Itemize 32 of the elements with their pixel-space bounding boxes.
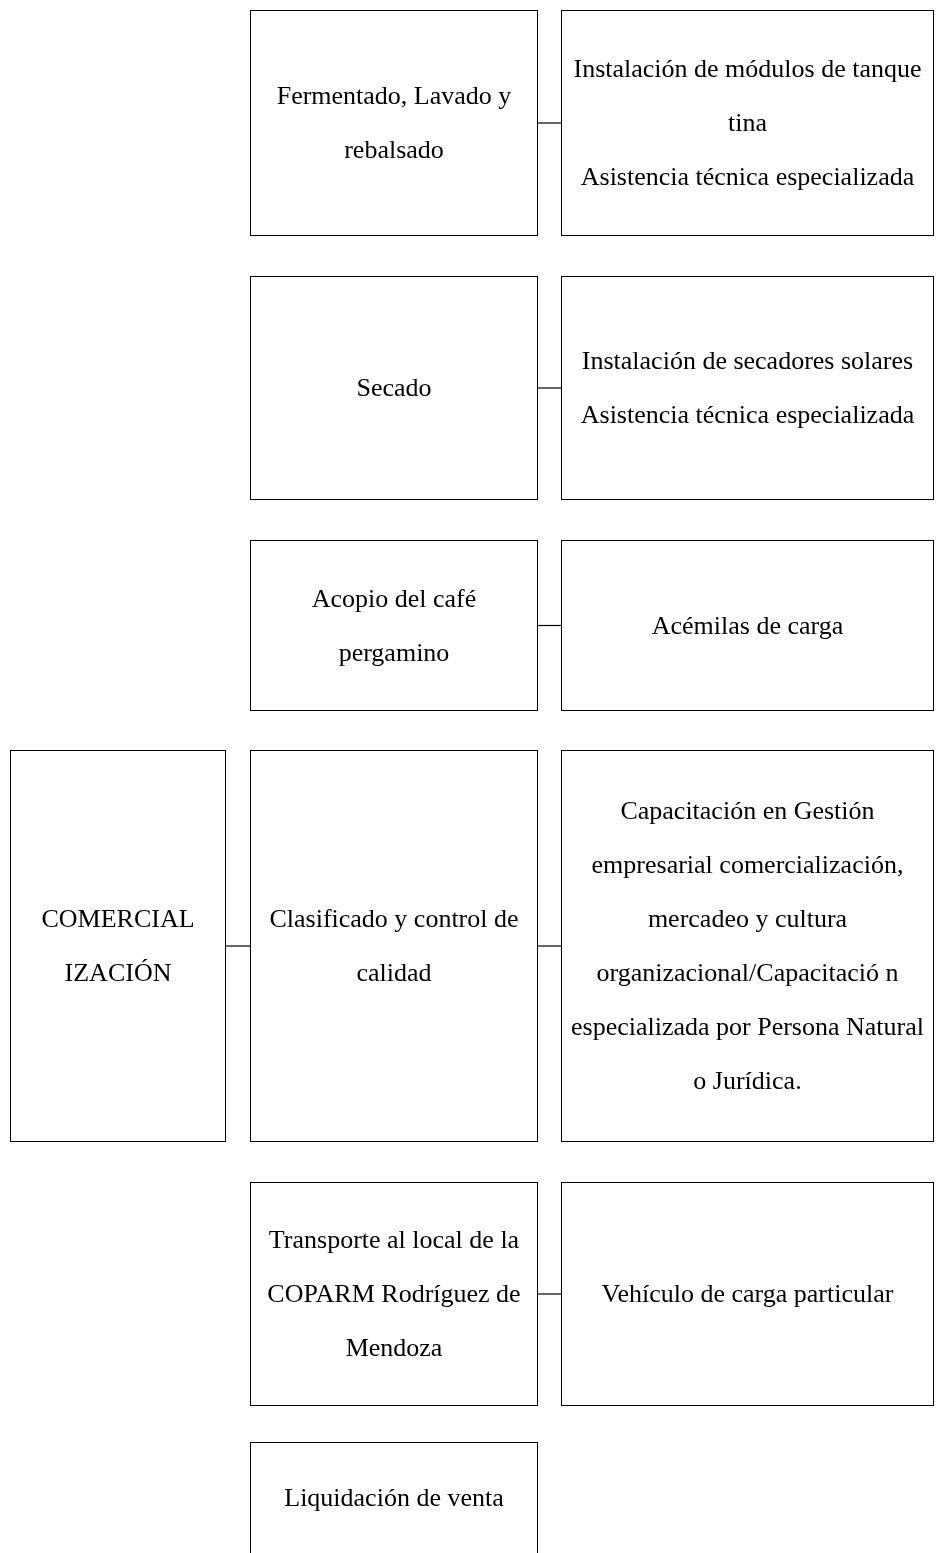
box-text: Instalación de módulos de tanque tina bbox=[572, 53, 923, 139]
connector-line bbox=[225, 945, 251, 947]
box-text: Fermentado, Lavado y rebalsado bbox=[275, 80, 513, 166]
connector-line bbox=[537, 624, 562, 627]
box-text: Clasificado y control de calidad bbox=[268, 903, 520, 989]
box-text: Transporte al local de la COPARM Rodríguez de Mendoza bbox=[266, 1224, 522, 1364]
box-text: Instalación de secadores solares bbox=[581, 345, 914, 377]
box-text: Acémilas de carga bbox=[651, 609, 844, 642]
process-box bbox=[250, 276, 538, 500]
process-box bbox=[250, 1442, 538, 1553]
box-text: Capacitación en Gestión empresarial comercialización, mercadeo y cultura organizacional/Capacitació n especializada por Persona Natural o Jurídica. bbox=[570, 795, 925, 1097]
box-text: Vehículo de carga particular bbox=[601, 1278, 894, 1310]
connector-line bbox=[537, 945, 562, 947]
process-box bbox=[250, 10, 538, 236]
process-box bbox=[250, 750, 538, 1142]
process-box bbox=[250, 540, 538, 711]
connector-line bbox=[537, 387, 562, 389]
process-box bbox=[250, 1182, 538, 1406]
box-text: Liquidación de venta bbox=[284, 1482, 504, 1514]
process-box bbox=[561, 1182, 934, 1406]
box-text: COMERCIAL IZACIÓN bbox=[40, 903, 196, 989]
process-box bbox=[10, 750, 226, 1142]
connector-line bbox=[537, 122, 562, 124]
process-box bbox=[561, 276, 934, 500]
process-box bbox=[561, 10, 934, 236]
connector-line bbox=[537, 1293, 562, 1295]
process-box bbox=[561, 750, 934, 1142]
box-text: Secado bbox=[356, 372, 432, 404]
box-text: Acopio del café pergamino bbox=[310, 582, 478, 669]
process-box bbox=[561, 540, 934, 711]
box-text: Asistencia técnica especializada bbox=[580, 161, 915, 193]
box-text: Asistencia técnica especializada bbox=[580, 399, 915, 431]
